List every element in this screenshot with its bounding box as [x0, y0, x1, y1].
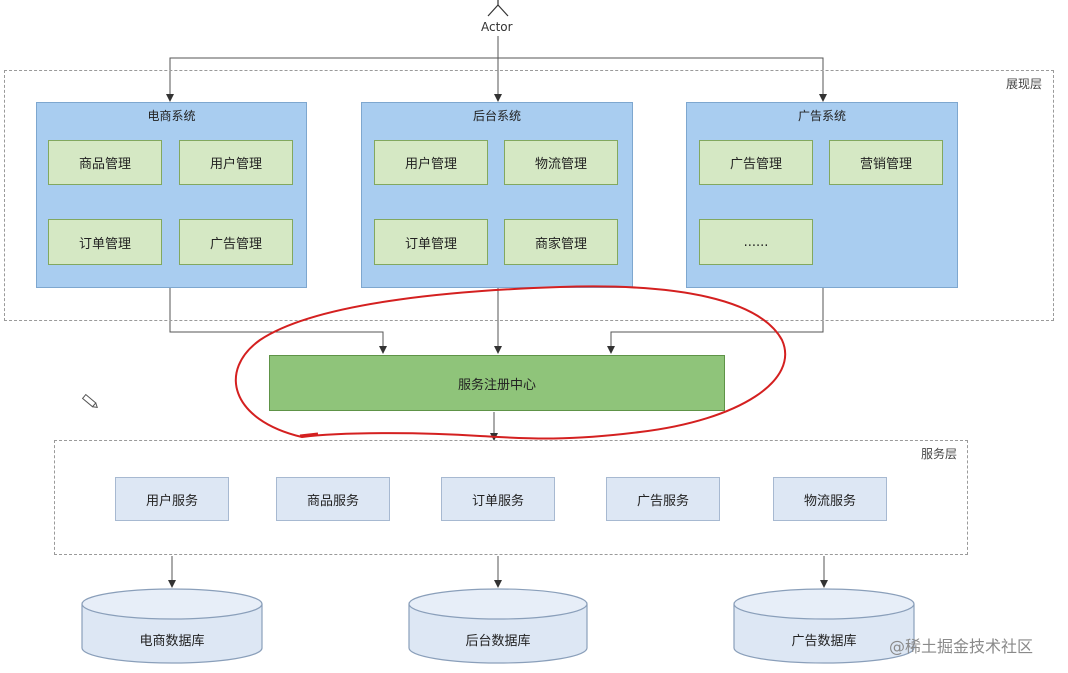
service-user[interactable]: 用户服务	[115, 477, 229, 521]
actor-icon	[487, 0, 509, 17]
module-order-management[interactable]: 订单管理	[374, 219, 488, 265]
module-product-management[interactable]: 商品管理	[48, 140, 162, 185]
module-user-management[interactable]: 用户管理	[374, 140, 488, 185]
service-layer-label: 服务层	[921, 447, 958, 461]
pencil-icon	[81, 393, 98, 409]
module-merchant-management[interactable]: 商家管理	[504, 219, 618, 265]
service-registry-center[interactable]: 服务注册中心	[269, 355, 725, 411]
system-ecommerce-title: 电商系统	[147, 109, 196, 123]
actor-to-systems-arrows	[166, 36, 827, 102]
database-ads-label: 广告数据库	[791, 634, 857, 649]
module-ad-management[interactable]: 广告管理	[699, 140, 813, 185]
module-ad-management[interactable]: 广告管理	[179, 219, 293, 265]
module-logistics-management[interactable]: 物流管理	[504, 140, 618, 185]
database-ads-cylinder	[733, 588, 915, 664]
service-layer-boundary	[54, 440, 968, 555]
module-order-management[interactable]: 订单管理	[48, 219, 162, 265]
services-to-db-arrows	[168, 556, 828, 588]
module-user-management[interactable]: 用户管理	[179, 140, 293, 185]
system-advertising-title: 广告系统	[797, 109, 846, 123]
actor-label: Actor	[481, 20, 513, 34]
system-backend-title: 后台系统	[472, 109, 521, 123]
watermark-text: @稀土掘金技术社区	[889, 637, 1034, 656]
database-ecommerce-label: 电商数据库	[139, 634, 205, 649]
presentation-layer-label: 展现层	[1006, 77, 1043, 91]
service-logistics[interactable]: 物流服务	[773, 477, 887, 521]
database-ecommerce-cylinder	[81, 588, 263, 664]
service-ad[interactable]: 广告服务	[606, 477, 720, 521]
service-product[interactable]: 商品服务	[276, 477, 390, 521]
module-marketing-management[interactable]: 营销管理	[829, 140, 943, 185]
database-backend-label: 后台数据库	[465, 634, 531, 649]
database-backend-cylinder	[408, 588, 588, 664]
module-more[interactable]: ......	[699, 219, 813, 265]
service-order[interactable]: 订单服务	[441, 477, 555, 521]
